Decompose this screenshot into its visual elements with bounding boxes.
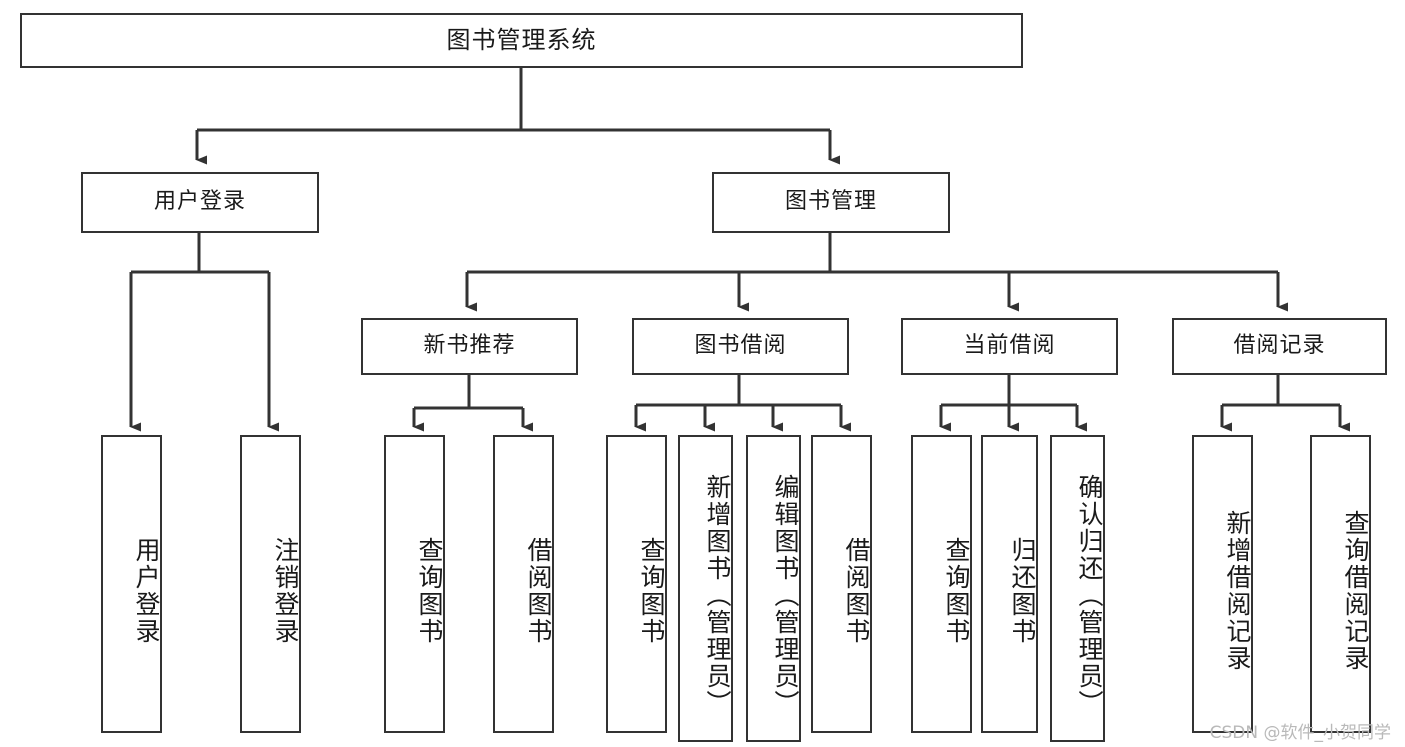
node-leaf-borrow-book-2-label: 借阅图书 [842, 537, 871, 645]
node-leaf-edit-book-admin[interactable]: 编辑图书（管理员） [746, 435, 801, 742]
node-leaf-query-borrow-record[interactable]: 查询借阅记录 [1310, 435, 1371, 733]
node-leaf-add-borrow-record[interactable]: 新增借阅记录 [1192, 435, 1253, 733]
node-leaf-query-borrow-record-label: 查询借阅记录 [1341, 510, 1370, 672]
node-borrow-record-label: 借阅记录 [1233, 333, 1326, 359]
node-current-borrow[interactable]: 当前借阅 [901, 318, 1118, 375]
node-leaf-user-login-label: 用户登录 [132, 537, 161, 645]
node-leaf-query-book-1-label: 查询图书 [415, 537, 444, 645]
node-leaf-query-book-1[interactable]: 查询图书 [384, 435, 445, 733]
node-leaf-return-book[interactable]: 归还图书 [981, 435, 1038, 733]
node-leaf-query-book-3-label: 查询图书 [942, 537, 971, 645]
node-root-title[interactable]: 图书管理系统 [20, 13, 1023, 68]
node-book-management[interactable]: 图书管理 [712, 172, 950, 233]
node-current-borrow-label: 当前借阅 [963, 333, 1056, 359]
node-leaf-borrow-book-1[interactable]: 借阅图书 [493, 435, 554, 733]
node-leaf-borrow-book-1-label: 借阅图书 [524, 537, 553, 645]
node-user-login-label: 用户登录 [153, 189, 246, 215]
node-leaf-query-book-2[interactable]: 查询图书 [606, 435, 667, 733]
node-borrow-record[interactable]: 借阅记录 [1172, 318, 1387, 375]
node-leaf-add-book-admin-label: 新增图书（管理员） [703, 474, 732, 717]
node-leaf-query-book-2-label: 查询图书 [637, 537, 666, 645]
node-root-title-label: 图书管理系统 [446, 26, 597, 55]
node-new-book-recommend[interactable]: 新书推荐 [361, 318, 578, 375]
node-new-book-recommend-label: 新书推荐 [423, 333, 516, 359]
node-book-borrow[interactable]: 图书借阅 [632, 318, 849, 375]
node-book-borrow-label: 图书借阅 [694, 333, 787, 359]
watermark-text: CSDN @软件_小贺同学 [1209, 723, 1391, 743]
node-leaf-return-book-label: 归还图书 [1008, 537, 1037, 645]
node-leaf-edit-book-admin-label: 编辑图书（管理员） [771, 474, 800, 717]
node-leaf-query-book-3[interactable]: 查询图书 [911, 435, 972, 733]
node-user-login[interactable]: 用户登录 [81, 172, 319, 233]
node-leaf-logout-login[interactable]: 注销登录 [240, 435, 301, 733]
node-leaf-add-book-admin[interactable]: 新增图书（管理员） [678, 435, 733, 742]
node-leaf-confirm-return-admin[interactable]: 确认归还（管理员） [1050, 435, 1105, 742]
node-leaf-logout-login-label: 注销登录 [271, 537, 300, 645]
node-leaf-add-borrow-record-label: 新增借阅记录 [1223, 510, 1252, 672]
node-leaf-confirm-return-admin-label: 确认归还（管理员） [1075, 474, 1104, 717]
node-leaf-borrow-book-2[interactable]: 借阅图书 [811, 435, 872, 733]
node-book-management-label: 图书管理 [784, 189, 877, 215]
node-leaf-user-login[interactable]: 用户登录 [101, 435, 162, 733]
